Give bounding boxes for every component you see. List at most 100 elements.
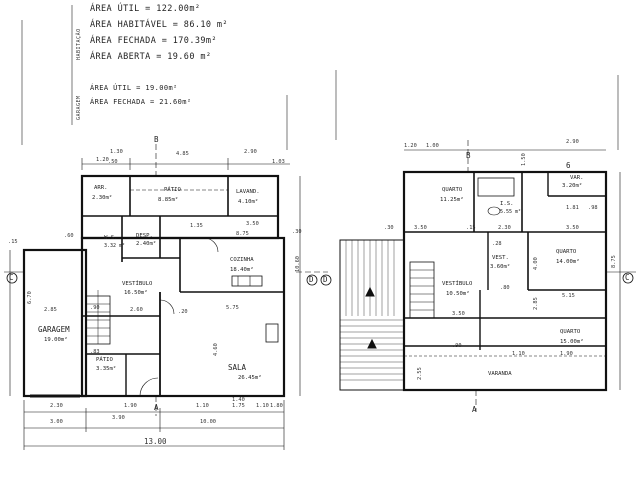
uf-dim: 8.75 [611,255,617,268]
area-aberta: ÁREA ABERTA = 19.60 m² [90,52,212,62]
section-mark-d-upper: D [323,275,328,284]
gf-dim: 1.40 [232,397,245,403]
room-patio-bottom-area: 3.35m² [96,366,117,372]
gf-dim: 1.90 [124,403,137,409]
room-arr-area: 2.30m² [92,195,113,201]
gf-dim-total: 13.00 [144,437,167,446]
uf-dim: 1.20 [404,143,417,149]
gf-dim: 6.70 [27,291,33,304]
room-lavand-name: LAVAND. [236,189,260,195]
gf-dim: 8.75 [236,231,249,237]
room-is-area: 5.55 m² [500,209,522,215]
gf-dim: 1.30 [110,149,123,155]
room-quarto1-area: 11.25m² [440,197,464,203]
gf-dim: 1.80 [270,403,283,409]
uf-dim: .30 [384,225,394,231]
uf-dim: 5.15 [562,293,575,299]
uf-mark: 6 [566,161,571,170]
area-habitavel: ÁREA HABITÁVEL = 86.10 m² [90,20,228,30]
room-var-name: VAR. [570,175,584,181]
gf-dim: 4.60 [213,343,219,356]
gf-dim: .83 [90,349,100,355]
room-cozinha-area: 18.40m² [230,267,254,273]
room-vestibulo-area: 16.50m² [124,290,148,296]
uf-dim: .15 [466,225,476,231]
room-quarto1-name: QUARTO [442,187,463,193]
gf-dim: 1.03 [272,159,285,165]
garagem-label: GARAGEM [76,95,82,120]
gf-dim: .60 [64,233,74,239]
room-quarto3-name: QUARTO [560,329,581,335]
gf-dim: 1.35 [190,223,203,229]
section-mark-d-right: D [309,275,314,284]
room-desp-name: DESP. [136,233,153,239]
uf-dim: .28 [492,241,502,247]
gf-dim: .30 [292,229,302,235]
area-util: ÁREA ÚTIL = 122.00m² [90,4,201,14]
uf-dim: 3.50 [452,311,465,317]
room-vestibulo2-name: VESTÍBULO [442,281,473,287]
room-var-area: 3.20m² [562,183,583,189]
section-mark-a-bottom: A [154,403,159,412]
section-mark-c-upper: C [625,273,630,282]
uf-dim: 2.90 [566,139,579,145]
room-vestibulo-name: VESTÍBULO [122,281,153,287]
section-mark-b-top: B [154,135,159,144]
gf-dim: 1.75 [232,403,245,409]
uf-dim: 1.81 [566,205,579,211]
section-mark-b-upper: B [466,151,471,160]
room-quarto2-name: QUARTO [556,249,577,255]
gf-dim: 4.85 [176,151,189,157]
room-ws-area: 3.32 m² [104,243,126,249]
gf-dim: 1.10 [196,403,209,409]
gf-dim: 5.75 [226,305,239,311]
upper-floor-plan [339,140,636,412]
gf-dim: 2.90 [244,149,257,155]
room-vest-area: 3.60m² [490,264,511,270]
uf-dim: 2.30 [498,225,511,231]
gf-dim: 1.10 [256,403,269,409]
room-vestibulo2-area: 10.50m² [446,291,470,297]
uf-dim: 1.00 [426,143,439,149]
room-patio-top-name: PÁTIO [164,187,181,193]
uf-dim: .98 [588,205,598,211]
ground-floor-plan [4,144,328,450]
room-quarto3-area: 15.00m² [560,339,584,345]
gf-dim: 3.50 [246,221,259,227]
uf-dim: 1.90 [560,351,573,357]
gf-dim: 2.60 [130,307,143,313]
garagem-area-fechada: ÁREA FECHADA = 21.60m² [90,98,192,106]
gf-dim: 2.85 [44,307,57,313]
room-ws-name: W.S. [104,235,118,241]
uf-dim: .80 [500,285,510,291]
room-garagem-area: 19.00m² [44,337,68,343]
room-desp-area: 2.40m² [136,241,157,247]
gf-dim: 3.90 [112,415,125,421]
area-fechada: ÁREA FECHADA = 170.39m² [90,36,217,46]
gf-dim: 10.60 [295,256,301,272]
uf-dim: 1.10 [512,351,525,357]
room-sala-area: 26.45m² [238,375,262,381]
habitacao-label: HABITAÇÃO [76,28,82,60]
room-arr-name: ARR. [94,185,108,191]
uf-dim: 2.85 [533,297,539,310]
room-vest-name: VEST. [492,255,509,261]
uf-dim: 1.50 [521,153,527,166]
room-garagem-name: GARAGEM [38,325,70,334]
uf-dim: .90 [452,343,462,349]
room-patio-top-area: 8.85m² [158,197,179,203]
uf-dim: 2.55 [417,367,423,380]
room-is-name: I.S. [500,201,514,207]
uf-dim: 4.00 [533,257,539,270]
gf-dim: 1.20 [96,157,109,163]
gf-dim: 10.00 [200,419,216,425]
section-mark-c-left: C [9,273,14,282]
room-cozinha-name: COZINHA [230,257,254,263]
room-sala-name: SALA [228,363,247,372]
gf-dim: .90 [90,305,100,311]
section-mark-a-upper: A [472,405,477,414]
gf-dim: 2.30 [50,403,63,409]
gf-dim: .50 [108,159,118,165]
varanda-label: VARANDA [488,371,512,377]
